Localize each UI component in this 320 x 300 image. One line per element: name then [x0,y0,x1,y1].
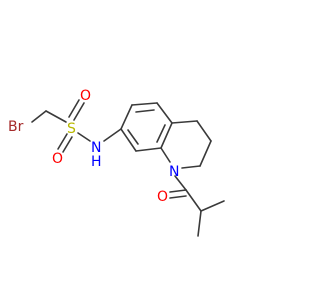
bond-carbonyl-o-b [169,195,187,199]
bond-c6-c5 [131,102,158,106]
bond-c4a-c4 [171,120,198,124]
bond-n-c7 [103,128,122,142]
bond-carbonyl-ch [185,189,202,212]
bond-s-n [77,132,91,142]
bonds [31,99,225,237]
bond-c3-c2 [199,140,212,167]
bond-aromatic-inner-1 [135,109,155,113]
bond-ch-ch3-up [200,200,225,212]
atom-n-amide: N [91,140,101,156]
bond-aromatic-inner-2 [156,124,166,143]
molecule-structure: Br S O O N H N O [8,88,225,237]
bond-c8-c7 [120,128,137,152]
atom-h-amide: H [91,154,102,170]
bond-s-o-top-a [68,99,80,118]
atom-labels: Br S O O N H N O [8,88,179,205]
bond-c4a-c8a [160,122,173,149]
bond-c4-c3 [196,120,212,142]
bond-n1-carbonyl [174,175,187,191]
bond-n1-c8a [160,147,171,163]
bond-s-o-bottom-b [62,136,73,153]
bond-aromatic-inner-3 [127,129,139,145]
bond-ch-ch3-down [197,210,202,237]
atom-n-ring: N [169,164,179,180]
atom-o-carbonyl: O [157,189,168,205]
bond-ch2-s [45,110,67,123]
bond-c5-c4a [156,102,173,124]
bond-c7-c6 [120,104,133,130]
bond-br-ch2 [31,110,47,123]
bond-c8a-c8 [135,147,162,152]
atom-s: S [67,121,76,137]
bond-c2-n1 [181,165,201,169]
atom-o-top: O [80,88,91,104]
bond-s-o-bottom-a [57,133,68,150]
bond-carbonyl-o-a [169,189,187,193]
atom-o-bottom: O [52,151,63,167]
bond-s-o-top-b [73,102,85,121]
atom-br: Br [8,119,24,135]
